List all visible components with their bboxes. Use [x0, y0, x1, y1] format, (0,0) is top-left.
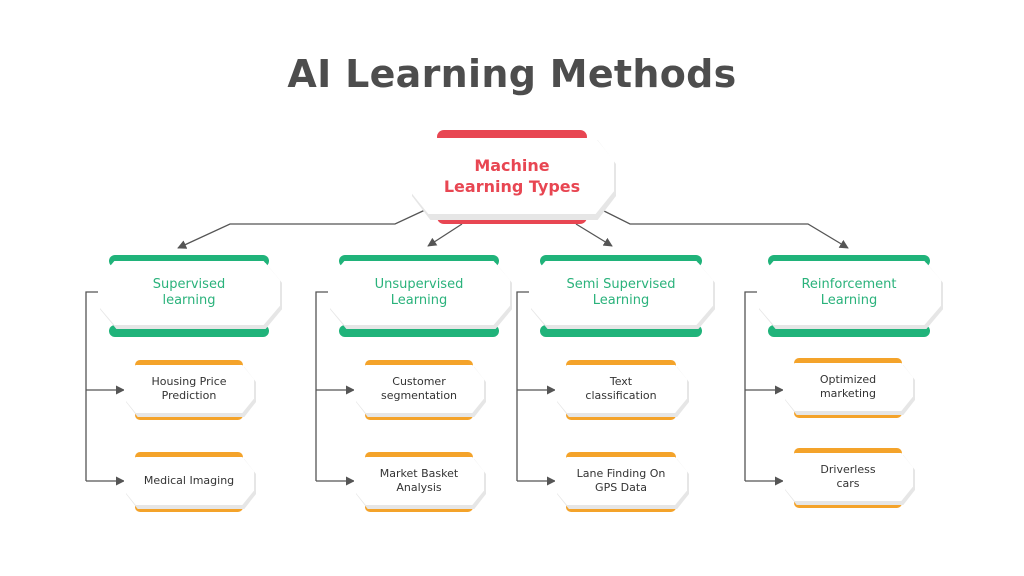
- connector-supervised-leaves: [85, 291, 125, 486]
- leaf-label: Text classification: [585, 375, 657, 402]
- leaf-housing-price-prediction: Housing Price Prediction: [124, 360, 256, 420]
- connector-root-reinforcement: [597, 207, 849, 249]
- category-semi-supervised: Semi Supervised Learning: [529, 255, 715, 337]
- leaf-text-classification: Text classification: [555, 360, 689, 420]
- connector-root-supervised: [177, 209, 426, 249]
- leaf-label: Market Basket Analysis: [379, 467, 459, 494]
- connector-unsupervised-leaves: [315, 291, 355, 486]
- leaf-driverless-cars: Driverless cars: [783, 448, 915, 508]
- page-title: AI Learning Methods: [287, 52, 737, 96]
- connector-semi-leaves: [516, 291, 556, 486]
- leaf-label: Housing Price Prediction: [151, 375, 227, 402]
- connector-root-unsupervised: [427, 223, 463, 247]
- leaf-optimized-marketing: Optimized marketing: [783, 358, 915, 418]
- category-supervised: Supervised learning: [98, 255, 282, 337]
- leaf-label: Customer segmentation: [380, 375, 458, 402]
- leaf-label: Medical Imaging: [143, 474, 235, 487]
- leaf-medical-imaging: Medical Imaging: [124, 452, 256, 512]
- root-node: Machine Learning Types: [410, 130, 616, 224]
- category-unsupervised: Unsupervised Learning: [328, 255, 512, 337]
- category-label: Supervised learning: [152, 277, 226, 308]
- connector-reinforcement-leaves: [744, 291, 784, 486]
- leaf-customer-segmentation: Customer segmentation: [354, 360, 486, 420]
- leaf-label: Lane Finding On GPS Data: [576, 467, 666, 494]
- leaf-label: Driverless cars: [820, 463, 876, 490]
- leaf-lane-finding-gps-data: Lane Finding On GPS Data: [555, 452, 689, 512]
- category-label: Unsupervised Learning: [374, 277, 464, 308]
- root-label: Machine Learning Types: [443, 156, 581, 196]
- leaf-label: Optimized marketing: [819, 373, 877, 400]
- category-label: Reinforcement Learning: [801, 277, 897, 308]
- leaf-market-basket-analysis: Market Basket Analysis: [354, 452, 486, 512]
- category-reinforcement: Reinforcement Learning: [757, 255, 943, 337]
- connector-root-semi: [575, 223, 613, 247]
- category-label: Semi Supervised Learning: [566, 277, 676, 308]
